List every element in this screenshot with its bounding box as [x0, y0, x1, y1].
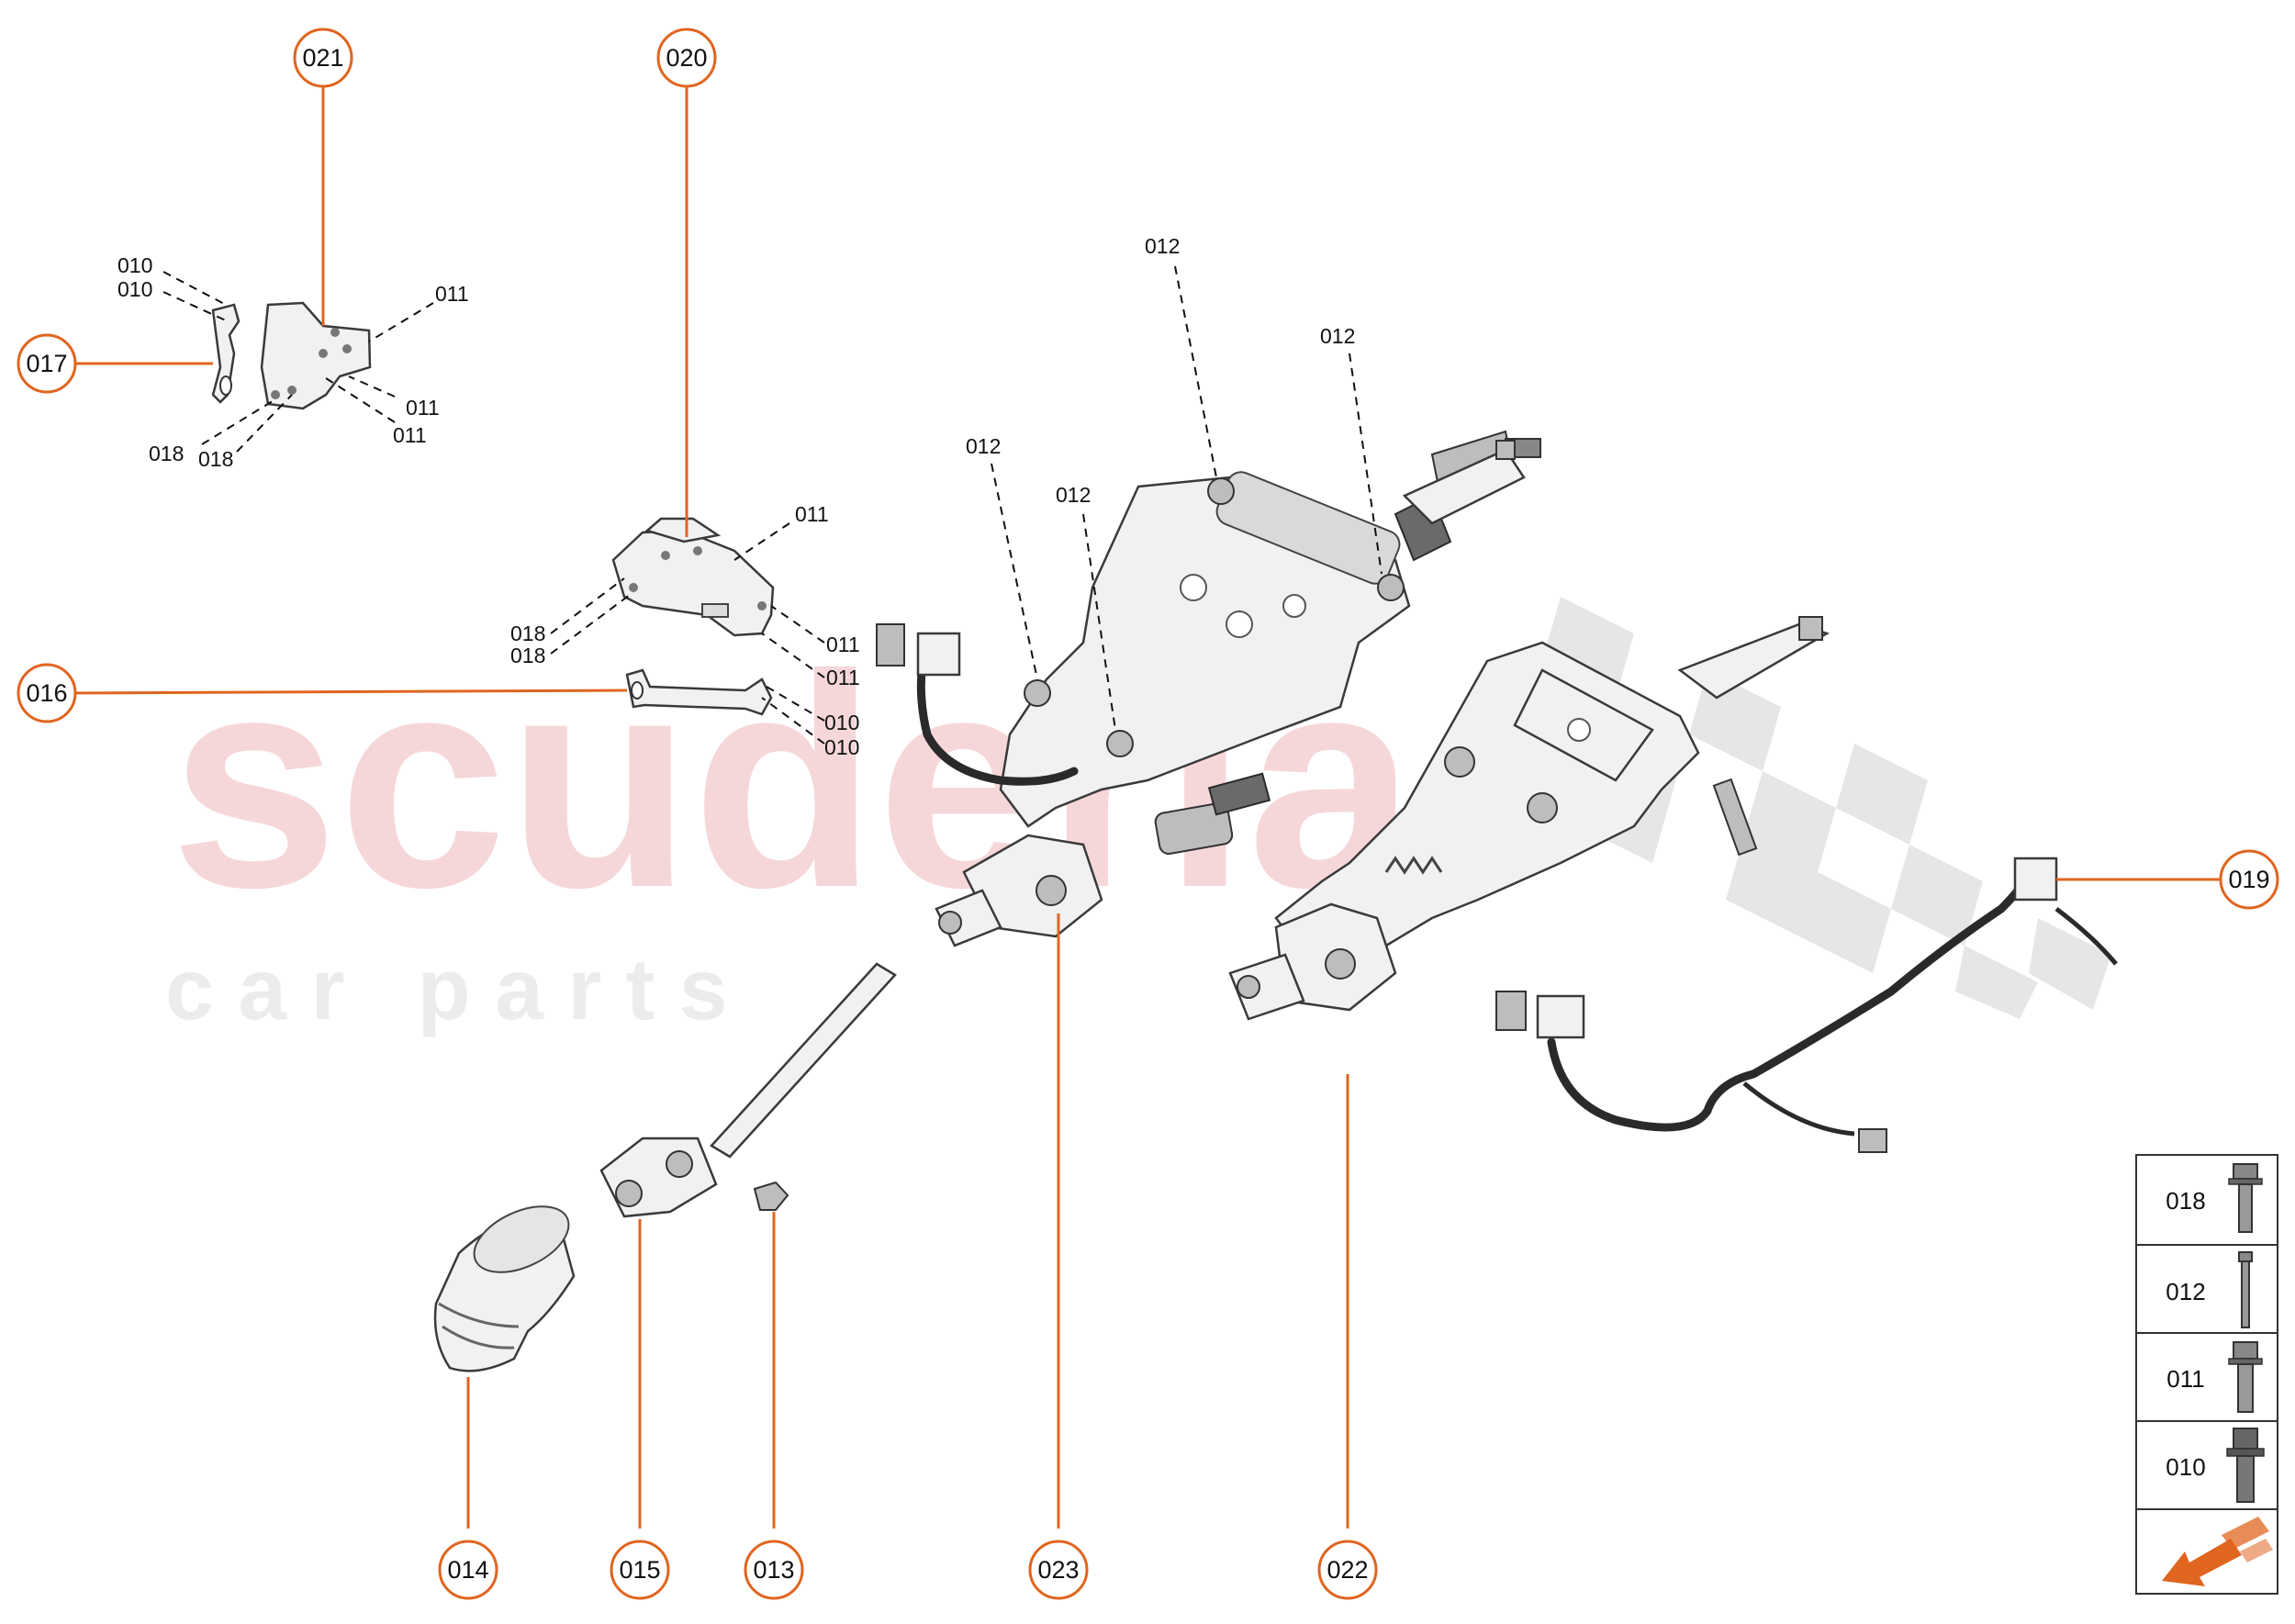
part-label: 012: [1320, 324, 1355, 348]
legend-code: 011: [2166, 1365, 2204, 1393]
long-bolt-icon: [2238, 1251, 2253, 1328]
legend-item-010[interactable]: 010: [2166, 1428, 2265, 1503]
callout-019[interactable]: 019: [2219, 849, 2279, 910]
callout-013-label: 013: [753, 1556, 794, 1584]
hex-flange-bolt-icon: [2228, 1163, 2263, 1233]
clip-013[interactable]: [753, 1181, 789, 1211]
legend-code: 012: [2166, 1278, 2205, 1305]
legend-code: 018: [2166, 1187, 2205, 1215]
part-label: 010: [118, 253, 152, 277]
part-label: 011: [393, 423, 427, 447]
column-022-upper-shaft: [1677, 616, 1830, 700]
legend-item-018[interactable]: 018: [2166, 1163, 2263, 1233]
callout-015-label: 015: [619, 1556, 660, 1584]
callout-015[interactable]: 015: [610, 1540, 670, 1600]
callout-021[interactable]: 021: [293, 28, 353, 88]
part-label: 010: [824, 711, 859, 734]
callout-014-label: 014: [447, 1556, 488, 1584]
callout-022-label: 022: [1327, 1556, 1368, 1584]
callout-013[interactable]: 013: [744, 1540, 804, 1600]
callout-016[interactable]: 016: [17, 663, 77, 723]
column-023-harness: [876, 623, 1079, 786]
bracket-016[interactable]: [625, 668, 773, 716]
part-label: 012: [1056, 483, 1091, 507]
intermediate-shaft-015[interactable]: [599, 962, 897, 1218]
part-label: 012: [1145, 234, 1180, 258]
callout-023-label: 023: [1037, 1556, 1079, 1584]
part-label: 018: [149, 442, 184, 465]
part-label: 011: [826, 633, 860, 656]
column-023-upper-shaft: [1402, 440, 1526, 525]
part-label: 011: [795, 502, 829, 526]
callout-017-label: 017: [26, 350, 67, 377]
part-label: 010: [118, 277, 152, 301]
part-label: 018: [198, 447, 233, 471]
legend-item-011[interactable]: 011: [2166, 1341, 2263, 1413]
part-label: 018: [510, 622, 545, 645]
callout-016-label: 016: [26, 679, 67, 707]
part-label: 018: [510, 644, 545, 667]
part-label: 010: [824, 735, 859, 759]
hex-flange-bolt-icon: [2228, 1341, 2263, 1413]
flange-bolt-icon: [2226, 1428, 2265, 1503]
callout-022[interactable]: 022: [1317, 1540, 1378, 1600]
steering-column-023[interactable]: [935, 430, 1541, 947]
callout-020-label: 020: [666, 44, 707, 72]
harness-019[interactable]: [1495, 857, 2118, 1153]
callout-014[interactable]: 014: [438, 1540, 498, 1600]
bracket-021-assembly: [211, 301, 372, 410]
part-label: 011: [826, 666, 860, 689]
callout-019-label: 019: [2228, 866, 2269, 893]
callout-023[interactable]: 023: [1028, 1540, 1089, 1600]
part-label: 011: [406, 396, 440, 420]
legend-code: 010: [2166, 1453, 2205, 1481]
bracket-021[interactable]: [260, 301, 372, 410]
callout-017[interactable]: 017: [17, 333, 77, 394]
boot-014[interactable]: [433, 1193, 579, 1372]
part-label: 011: [435, 282, 469, 306]
callout-020[interactable]: 020: [656, 28, 717, 88]
part-label: 012: [966, 434, 1001, 458]
fastener-legend: 018 012 011 010: [2135, 1154, 2278, 1595]
bracket-020-assembly: [611, 517, 775, 716]
legend-item-012[interactable]: 012: [2166, 1251, 2253, 1328]
callout-021-label: 021: [302, 44, 343, 72]
steering-column-022[interactable]: [1228, 641, 1758, 1021]
bracket-017[interactable]: [211, 303, 241, 404]
direction-arrow-icon: [2162, 1517, 2273, 1586]
watermark-sub: c a r p a r t s: [165, 941, 728, 1038]
